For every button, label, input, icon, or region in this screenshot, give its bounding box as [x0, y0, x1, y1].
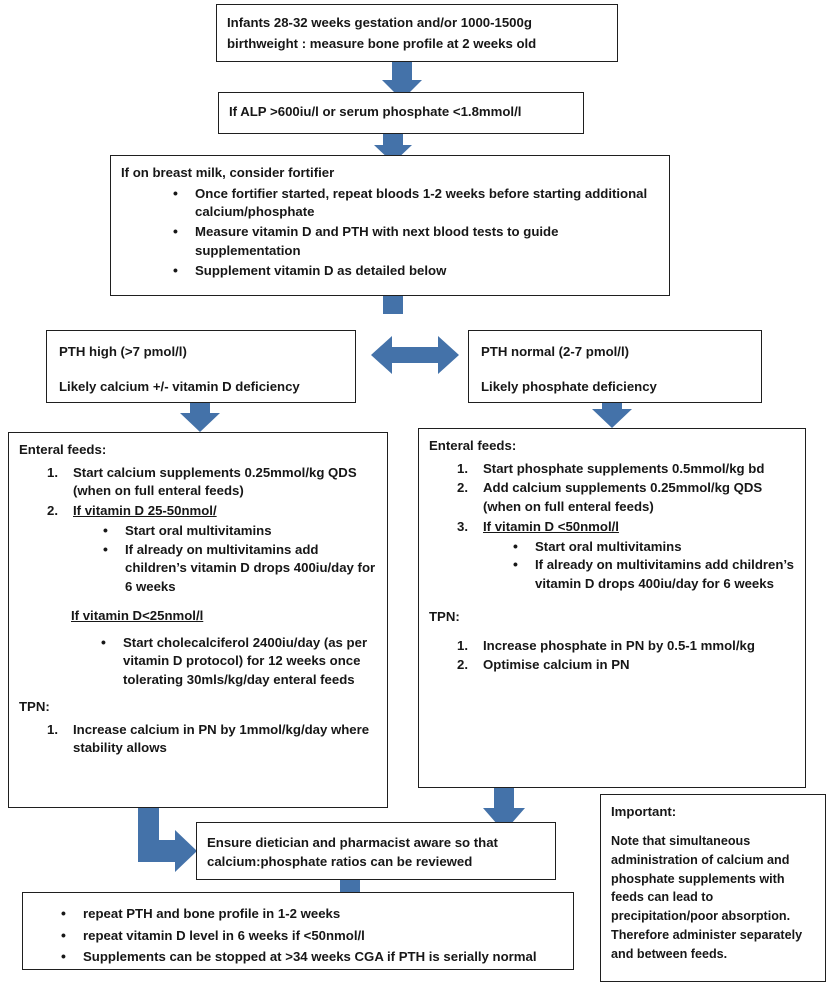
- left-item2-heading: If vitamin D 25-50nmol/: [73, 503, 217, 519]
- arrow-fortifier-to-split: [383, 296, 403, 314]
- left-sub-block: If vitamin D<25nmol/l Start cholecalcife…: [71, 607, 377, 690]
- list-item: Increase phosphate in PN by 0.5-1 mmol/k…: [457, 637, 755, 655]
- right-tpn-label: TPN:: [429, 608, 460, 624]
- arrow-left-main-to-dietician: [138, 808, 197, 872]
- right-enteral-label: Enteral feeds:: [429, 438, 517, 453]
- list-item: Start cholecalciferol 2400iu/day (as per…: [101, 633, 377, 690]
- dietician-line1: Ensure dietician and pharmacist aware so…: [207, 835, 498, 850]
- list-item: Start oral multivitamins: [103, 521, 377, 541]
- left-item1-line1: Start calcium supplements 0.25mmol/kg QD…: [73, 464, 357, 480]
- list-item: repeat vitamin D level in 6 weeks if <50…: [61, 926, 563, 946]
- list-item: Start calcium supplements 0.25mmol/kg QD…: [47, 464, 377, 501]
- box-important-note: Important: Note that simultaneous admini…: [600, 794, 826, 982]
- arrow-pth-high-normal-link: [371, 336, 459, 374]
- important-heading: Important:: [611, 804, 677, 819]
- box-right-treatment: Enteral feeds: Start phosphate supplemen…: [418, 428, 806, 788]
- list-item: Start oral multivitamins: [513, 537, 795, 557]
- infants-criteria-line2: birthweight : measure bone profile at 2 …: [227, 35, 537, 51]
- box-fortifier: If on breast milk, consider fortifier On…: [110, 155, 670, 296]
- pth-high-line2: Likely calcium +/- vitamin D deficiency: [59, 378, 300, 394]
- box-left-treatment: Enteral feeds: Start calcium supplements…: [8, 432, 388, 808]
- list-item: If vitamin D 25-50nmol/ Start oral multi…: [47, 502, 377, 597]
- fortifier-heading: If on breast milk, consider fortifier: [121, 165, 335, 180]
- arrow-pth-normal-to-right-main: [592, 403, 632, 428]
- list-item: Increase calcium in PN by 1mmol/kg/day w…: [47, 721, 370, 756]
- alp-threshold-text: If ALP >600iu/l or serum phosphate <1.8m…: [229, 104, 522, 119]
- list-item: Measure vitamin D and PTH with next bloo…: [173, 222, 659, 260]
- left-enteral-label: Enteral feeds:: [19, 442, 107, 457]
- pth-high-line1: PTH high (>7 pmol/l): [59, 344, 187, 359]
- right-tpn-list: Increase phosphate in PN by 0.5-1 mmol/k…: [429, 637, 795, 675]
- list-item: Once fortifier started, repeat bloods 1-…: [173, 184, 659, 222]
- followup-bullet-list: repeat PTH and bone profile in 1-2 weeks…: [33, 904, 563, 967]
- right-item3-bullets: Start oral multivitamins If already on m…: [483, 537, 795, 594]
- list-item: Supplements can be stopped at >34 weeks …: [61, 947, 563, 967]
- list-item: Add calcium supplements 0.25mmol/kg QDS …: [457, 479, 795, 516]
- box-dietician-pharmacist: Ensure dietician and pharmacist aware so…: [196, 822, 556, 880]
- left-numbered-list: Start calcium supplements 0.25mmol/kg QD…: [19, 464, 377, 597]
- dietician-line2: calcium:phosphate ratios can be reviewed: [207, 853, 473, 869]
- left-item1-line2: (when on full enteral feeds): [73, 483, 244, 499]
- list-item: Optimise calcium in PN: [457, 656, 630, 674]
- box-followup: repeat PTH and bone profile in 1-2 weeks…: [22, 892, 574, 970]
- left-sub-heading: If vitamin D<25nmol/l: [71, 607, 204, 623]
- left-sub-bullets: Start cholecalciferol 2400iu/day (as per…: [71, 633, 377, 690]
- right-numbered-list: Start phosphate supplements 0.5mmol/kg b…: [429, 460, 795, 594]
- left-item2-bullets: Start oral multivitamins If already on m…: [73, 521, 377, 597]
- box-pth-high: PTH high (>7 pmol/l) Likely calcium +/- …: [46, 330, 356, 403]
- list-item: If already on multivitamins add children…: [103, 540, 377, 597]
- infants-criteria-line1: Infants 28-32 weeks gestation and/or 100…: [227, 15, 532, 30]
- arrow-pth-high-to-left-main: [180, 403, 220, 432]
- right-item3-heading: If vitamin D <50nmol/l: [483, 518, 619, 534]
- left-tpn-list: Increase calcium in PN by 1mmol/kg/day w…: [19, 721, 377, 758]
- pth-normal-line1: PTH normal (2-7 pmol/l): [481, 344, 630, 359]
- list-item: Start phosphate supplements 0.5mmol/kg b…: [457, 460, 765, 478]
- right-item2-line1: Add calcium supplements 0.25mmol/kg QDS: [483, 480, 763, 496]
- left-tpn-label: TPN:: [19, 698, 50, 714]
- box-alp-threshold: If ALP >600iu/l or serum phosphate <1.8m…: [218, 92, 584, 134]
- box-infants-criteria: Infants 28-32 weeks gestation and/or 100…: [216, 4, 618, 62]
- list-item: If vitamin D <50nmol/l Start oral multiv…: [457, 518, 795, 594]
- pth-normal-line2: Likely phosphate deficiency: [481, 378, 657, 394]
- fortifier-bullet-list: Once fortifier started, repeat bloods 1-…: [121, 184, 659, 281]
- list-item: Supplement vitamin D as detailed below: [173, 261, 659, 281]
- box-pth-normal: PTH normal (2-7 pmol/l) Likely phosphate…: [468, 330, 762, 403]
- important-body: Note that simultaneous administration of…: [611, 833, 803, 962]
- right-item2-line2: (when on full enteral feeds): [483, 499, 654, 515]
- list-item: repeat PTH and bone profile in 1-2 weeks: [61, 904, 563, 924]
- list-item: If already on multivitamins add children…: [513, 555, 795, 593]
